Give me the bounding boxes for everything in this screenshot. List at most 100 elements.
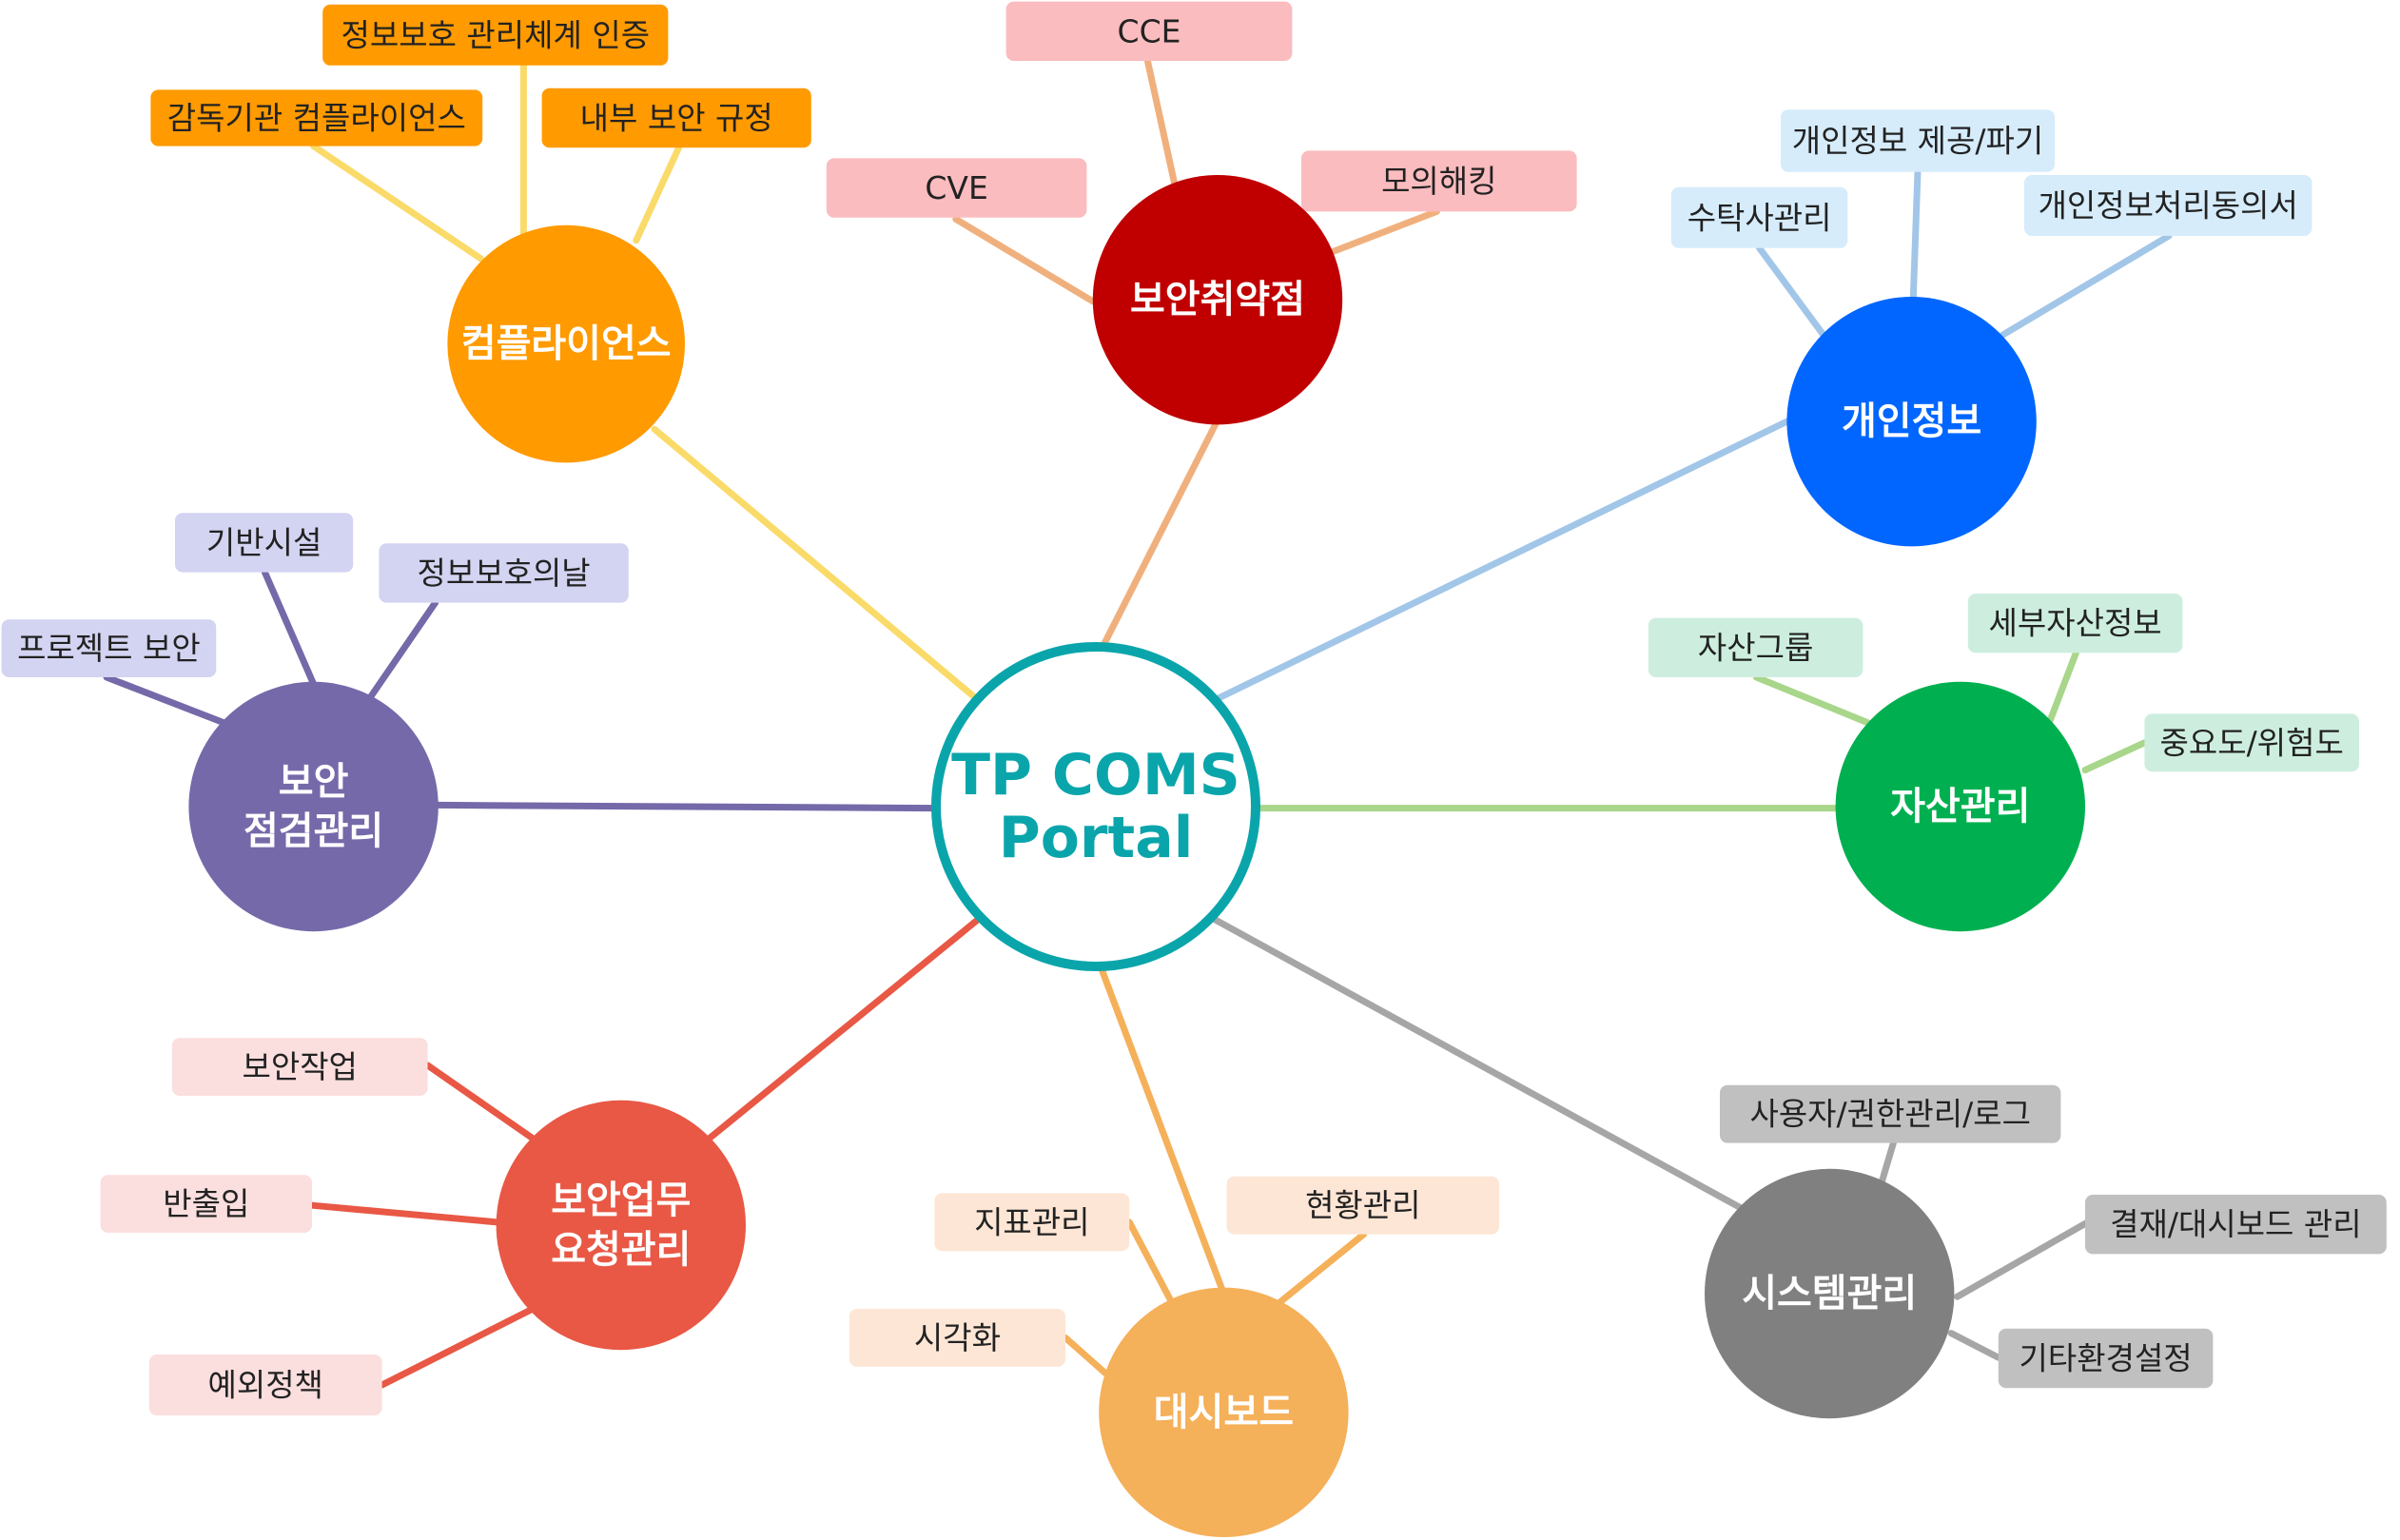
leaf-node-label: 정보보호 관리체계 인증 bbox=[341, 16, 651, 53]
leaf-node-label: 예외정책 bbox=[207, 1367, 322, 1404]
leaf-node-request-3[interactable]: 예외정책 bbox=[148, 1355, 382, 1415]
leaf-node-privacy-1[interactable]: 개인정보 제공/파기 bbox=[1781, 109, 2055, 172]
leaf-node-box bbox=[1967, 594, 2183, 653]
connector-center-system bbox=[1208, 914, 1751, 1216]
leaf-node-label: 반출입 bbox=[163, 1185, 249, 1222]
leaf-node-system-2[interactable]: 결재/대시보드 관리 bbox=[2085, 1195, 2387, 1255]
leaf-node-label: 기반시설 bbox=[206, 524, 322, 561]
leaf-node-dashboard-1[interactable]: 지표관리 bbox=[934, 1193, 1130, 1252]
connector-compliance-leaf-2 bbox=[310, 143, 485, 263]
connector-center-privacy bbox=[1211, 417, 1794, 704]
hub-node-compliance[interactable]: 컴플라이언스 bbox=[447, 224, 685, 463]
connector-center-compliance bbox=[651, 425, 985, 707]
leaf-node-box bbox=[2144, 713, 2359, 772]
leaf-node-box bbox=[1005, 1, 1293, 62]
hub-node-dashboard-label-line-1: 대시보드 bbox=[1154, 1391, 1294, 1434]
leaf-node-asset-2[interactable]: 세부자산정보 bbox=[1967, 594, 2183, 653]
hub-node-privacy[interactable]: 개인정보 bbox=[1786, 297, 2037, 547]
leaf-node-asset-3[interactable]: 중요도/위험도 bbox=[2144, 713, 2359, 772]
leaf-node-box bbox=[934, 1193, 1130, 1252]
connector-request-leaf-1 bbox=[424, 1062, 537, 1142]
connector-system-leaf-3 bbox=[1947, 1330, 2002, 1361]
leaf-node-inspection-1[interactable]: 기반시설 bbox=[175, 513, 354, 573]
connector-inspection-leaf-2 bbox=[361, 599, 439, 709]
leaf-node-inspection-2[interactable]: 정보보호의날 bbox=[379, 543, 629, 603]
leaf-node-box bbox=[849, 1309, 1065, 1367]
leaf-node-box bbox=[1998, 1328, 2214, 1389]
connector-inspection-leaf-1 bbox=[261, 569, 321, 694]
connector-center-vuln bbox=[1095, 417, 1221, 658]
leaf-node-box bbox=[322, 4, 669, 66]
leaf-node-label: 개인정보 제공/파기 bbox=[1792, 123, 2044, 160]
hub-node-request-circle bbox=[496, 1100, 746, 1351]
leaf-node-label: CVE bbox=[925, 169, 987, 206]
leaf-node-label: 자산그룹 bbox=[1698, 629, 1813, 666]
hub-node-system[interactable]: 시스템관리 bbox=[1705, 1168, 1955, 1419]
connector-vuln-leaf-1 bbox=[1143, 57, 1179, 189]
leaf-node-compliance-1[interactable]: 정보보호 관리체계 인증 bbox=[322, 4, 669, 66]
leaf-node-box bbox=[100, 1175, 312, 1233]
leaf-node-inspection-3[interactable]: 프로젝트 보안 bbox=[1, 619, 217, 677]
leaf-node-box bbox=[379, 543, 629, 603]
hub-node-compliance-label-line-1: 컴플라이언스 bbox=[461, 322, 672, 366]
leaf-node-label: 프로젝트 보안 bbox=[17, 630, 201, 667]
hub-node-dashboard[interactable]: 대시보드 bbox=[1099, 1287, 1349, 1538]
connector-dashboard-leaf-2 bbox=[1272, 1231, 1368, 1310]
hub-node-privacy-label-line-1: 개인정보 bbox=[1842, 400, 1981, 443]
leaf-node-box bbox=[1301, 150, 1577, 212]
hub-node-vuln-label-line-1: 보안취약점 bbox=[1130, 278, 1305, 322]
hub-node-privacy-circle bbox=[1786, 297, 2037, 547]
leaf-node-vuln-2[interactable]: CVE bbox=[826, 158, 1087, 218]
hub-node-system-circle bbox=[1705, 1168, 1955, 1419]
connector-request-leaf-2 bbox=[308, 1201, 500, 1226]
leaf-node-label: 감독기관 컴플라이언스 bbox=[167, 100, 466, 137]
connector-privacy-leaf-2 bbox=[1756, 244, 1827, 339]
leaf-node-request-2[interactable]: 반출입 bbox=[100, 1175, 312, 1233]
leaf-node-label: 세부자산정보 bbox=[1989, 605, 2162, 642]
leaf-node-label: 기타환경설정 bbox=[2020, 1340, 2193, 1377]
leaf-node-privacy-3[interactable]: 개인정보처리동의서 bbox=[2024, 175, 2312, 236]
leaf-node-box bbox=[175, 513, 354, 573]
leaf-node-system-3[interactable]: 기타환경설정 bbox=[1998, 1328, 2214, 1389]
leaf-node-box bbox=[541, 88, 811, 148]
leaf-node-box bbox=[1, 619, 217, 677]
leaf-node-vuln-1[interactable]: CCE bbox=[1005, 1, 1293, 62]
center-node-circle bbox=[931, 642, 1260, 971]
leaf-node-privacy-2[interactable]: 수탁사관리 bbox=[1670, 186, 1848, 248]
leaf-node-dashboard-2[interactable]: 현황관리 bbox=[1226, 1176, 1499, 1235]
leaf-node-compliance-3[interactable]: 내부 보안 규정 bbox=[541, 88, 811, 148]
hub-node-asset[interactable]: 자산관리 bbox=[1835, 681, 2085, 932]
leaf-node-label: 내부 보안 규정 bbox=[580, 100, 773, 137]
hub-node-inspection-label-line-2: 점검관리 bbox=[244, 809, 383, 853]
hub-node-vuln[interactable]: 보안취약점 bbox=[1092, 175, 1343, 425]
leaf-node-compliance-2[interactable]: 감독기관 컴플라이언스 bbox=[150, 89, 483, 146]
leaf-node-vuln-3[interactable]: 모의해킹 bbox=[1301, 150, 1577, 212]
leaf-node-asset-1[interactable]: 자산그룹 bbox=[1648, 617, 1863, 677]
connector-asset-leaf-2 bbox=[2045, 649, 2079, 729]
leaf-node-label: CCE bbox=[1118, 12, 1181, 49]
hub-node-dashboard-circle bbox=[1099, 1287, 1349, 1538]
leaf-node-box bbox=[1781, 109, 2055, 172]
hub-node-system-label-line-1: 시스템관리 bbox=[1742, 1272, 1917, 1316]
center-node-label-line-1: TP COMS bbox=[951, 742, 1240, 809]
leaf-node-label: 사용자/권한관리/로그 bbox=[1749, 1096, 2030, 1133]
hub-node-asset-circle bbox=[1835, 681, 2085, 932]
hub-node-inspection-circle bbox=[188, 681, 439, 932]
leaf-node-request-1[interactable]: 보안작업 bbox=[171, 1038, 428, 1096]
leaf-node-system-1[interactable]: 사용자/권한관리/로그 bbox=[1720, 1084, 2061, 1143]
connector-asset-leaf-1 bbox=[1752, 673, 1876, 729]
leaf-node-label: 중요도/위험도 bbox=[2160, 724, 2344, 761]
connector-compliance-leaf-3 bbox=[633, 144, 683, 244]
connector-vuln-leaf-3 bbox=[1326, 207, 1440, 257]
leaf-node-dashboard-3[interactable]: 시각화 bbox=[849, 1309, 1065, 1367]
leaf-node-label: 모의해킹 bbox=[1381, 163, 1496, 200]
hub-node-compliance-circle bbox=[447, 224, 685, 463]
connector-inspection-leaf-3 bbox=[103, 673, 232, 729]
center-node-label-line-2: Portal bbox=[999, 805, 1194, 871]
leaf-node-label: 현황관리 bbox=[1305, 1187, 1420, 1224]
leaf-node-label: 수탁사관리 bbox=[1688, 199, 1832, 236]
